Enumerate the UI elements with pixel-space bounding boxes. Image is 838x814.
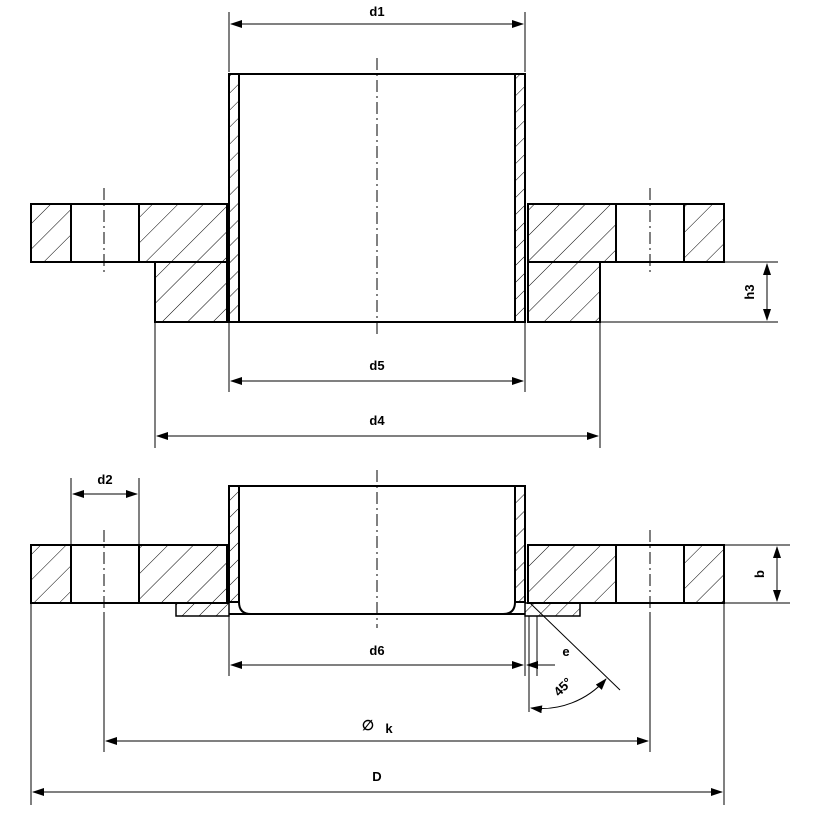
- top-collar-right: [527, 261, 601, 323]
- bottom-pipe-wall-right: [514, 485, 526, 603]
- dim-d1: d1: [228, 4, 526, 72]
- bottom-lap-left: [175, 602, 230, 617]
- top-pipe-wall-left: [228, 73, 240, 323]
- bottom-lap-right: [524, 602, 581, 617]
- top-pipe-wall-right: [514, 73, 526, 323]
- top-flange-left: [30, 188, 228, 272]
- bottom-pipe-wall-left: [228, 485, 240, 603]
- dim-b: b: [724, 544, 790, 604]
- label-k: k: [385, 721, 393, 736]
- top-flange-right: [527, 188, 725, 272]
- label-d5: d5: [369, 358, 384, 373]
- bottom-flange-right: [527, 530, 725, 612]
- label-h3: h3: [742, 284, 757, 299]
- label-d6: d6: [369, 643, 384, 658]
- dim-k: ∅ k: [103, 612, 651, 752]
- top-section-view: d1 d5 d4 h3: [30, 4, 778, 448]
- label-e: e: [562, 644, 569, 659]
- label-d1: d1: [369, 4, 384, 19]
- bottom-flange-left: [30, 530, 228, 612]
- dim-e: e: [526, 616, 570, 676]
- dim-d5: d5: [228, 322, 526, 392]
- label-D: D: [372, 769, 381, 784]
- dim-angle-45: 45°: [528, 602, 621, 714]
- bottom-section-view: d2 b d6 e 45°: [30, 470, 790, 805]
- dim-d6: d6: [228, 616, 526, 676]
- dim-h3: h3: [600, 261, 778, 323]
- label-d2: d2: [97, 472, 112, 487]
- dim-d4: d4: [154, 322, 601, 448]
- dim-D: D: [30, 603, 725, 805]
- label-k-diameter-symbol: ∅: [362, 717, 374, 733]
- label-d4: d4: [369, 413, 385, 428]
- dim-d2: d2: [70, 472, 140, 545]
- top-collar-left: [154, 261, 228, 323]
- label-b: b: [752, 570, 767, 578]
- label-angle-45: 45°: [551, 675, 576, 700]
